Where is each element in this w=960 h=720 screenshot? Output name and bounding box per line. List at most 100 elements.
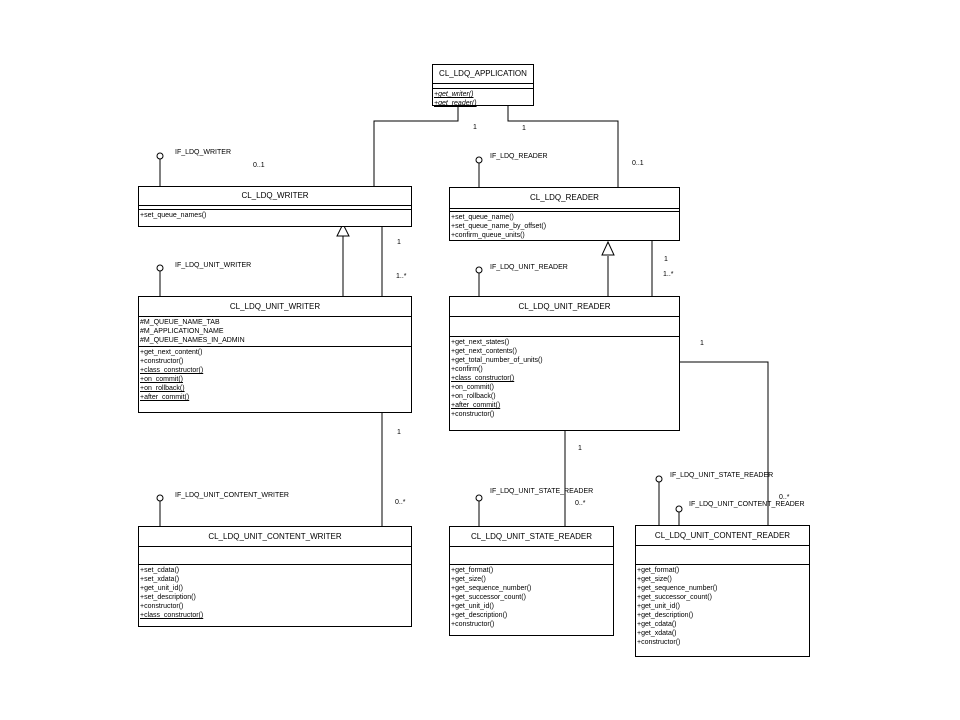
method: +constructor() — [637, 639, 681, 646]
method: +get_writer() — [434, 91, 474, 98]
multiplicity: 1 — [664, 256, 668, 263]
methods-section: +get_next_content() +constructor() +clas… — [139, 347, 411, 403]
lollipop-head-content-writer — [156, 494, 164, 502]
generalization-arrow-writer — [336, 222, 350, 237]
method: +on_rollback() — [140, 385, 185, 392]
methods-section: +set_queue_names() — [139, 210, 411, 221]
multiplicity: 1..* — [663, 271, 674, 278]
method: +class_constructor() — [140, 367, 204, 374]
class-name: CL_LDQ_READER — [450, 188, 679, 209]
attributes-section — [139, 547, 411, 565]
class-unit-reader[interactable]: CL_LDQ_UNIT_READER +get_next_states() +g… — [449, 296, 680, 431]
method: +class_constructor() — [140, 612, 204, 619]
methods-section: +get_format() +get_size() +get_sequence_… — [636, 565, 809, 648]
method: +set_queue_name_by_offset() — [451, 223, 547, 230]
methods-section: +get_format() +get_size() +get_sequence_… — [450, 565, 613, 630]
attributes-section — [450, 209, 679, 212]
method: +set_description() — [140, 594, 196, 601]
method: +get_cdata() — [637, 621, 677, 628]
multiplicity: 0..1 — [632, 160, 644, 167]
attributes-section — [450, 317, 679, 337]
class-state-reader[interactable]: CL_LDQ_UNIT_STATE_READER +get_format() +… — [449, 526, 614, 636]
multiplicity: 0..* — [575, 500, 586, 507]
method: +get_xdata() — [637, 630, 677, 637]
interface-label-unit-reader: IF_LDQ_UNIT_READER — [490, 264, 568, 271]
lollipop-head-unit-reader — [475, 266, 483, 274]
method: +get_unit_id() — [140, 585, 184, 592]
multiplicity: 1 — [473, 124, 477, 131]
multiplicity: 0..* — [779, 494, 790, 501]
method: +set_queue_name() — [451, 214, 514, 221]
association-app-writer — [373, 106, 459, 186]
methods-section: +set_cdata() +set_xdata() +get_unit_id()… — [139, 565, 411, 621]
class-content-reader[interactable]: CL_LDQ_UNIT_CONTENT_READER +get_format()… — [635, 525, 810, 657]
class-unit-writer[interactable]: CL_LDQ_UNIT_WRITER #M_QUEUE_NAME_TAB #M_… — [138, 296, 412, 413]
attributes-section: #M_QUEUE_NAME_TAB #M_APPLICATION_NAME #M… — [139, 317, 411, 347]
method: +get_size() — [451, 576, 486, 583]
attributes-section — [450, 547, 613, 565]
interface-label-state-reader: IF_LDQ_UNIT_STATE_READER — [490, 488, 594, 495]
class-name: CL_LDQ_WRITER — [139, 187, 411, 206]
class-writer[interactable]: CL_LDQ_WRITER +set_queue_names() — [138, 186, 412, 227]
class-application[interactable]: CL_LDQ_APPLICATION +get_writer() +get_re… — [432, 64, 534, 107]
multiplicity: 1 — [397, 429, 401, 436]
method: +get_successor_count() — [637, 594, 712, 601]
class-name: CL_LDQ_UNIT_WRITER — [139, 297, 411, 317]
lollipop-head-state-reader — [475, 494, 483, 502]
method: +get_size() — [637, 576, 672, 583]
method: +confirm_queue_units() — [451, 232, 525, 239]
interface-label-unit-writer: IF_LDQ_UNIT_WRITER — [175, 262, 252, 269]
interface-label-writer: IF_LDQ_WRITER — [175, 149, 232, 156]
attributes-section — [636, 546, 809, 565]
lollipop-head-unit-writer — [156, 264, 164, 272]
method: +get_sequence_number() — [637, 585, 718, 592]
class-name: CL_LDQ_UNIT_STATE_READER — [450, 527, 613, 547]
lollipop-head-reader — [475, 156, 483, 164]
method: +on_rollback() — [451, 393, 496, 400]
multiplicity: 0..* — [395, 499, 406, 506]
method: +constructor() — [140, 603, 184, 610]
method: +get_total_number_of_units() — [451, 357, 543, 364]
interface-label-content-writer: IF_LDQ_UNIT_CONTENT_WRITER — [175, 492, 289, 499]
class-name: CL_LDQ_UNIT_READER — [450, 297, 679, 317]
methods-section: +set_queue_name() +set_queue_name_by_off… — [450, 212, 679, 241]
attribute: #M_QUEUE_NAME_TAB — [140, 319, 220, 326]
method: +after_commit() — [451, 402, 501, 409]
class-name: CL_LDQ_UNIT_CONTENT_READER — [636, 526, 809, 546]
method: +get_sequence_number() — [451, 585, 532, 592]
class-name: CL_LDQ_APPLICATION — [433, 65, 533, 84]
association-app-reader — [507, 106, 619, 187]
lollipop-head-state-reader-2 — [655, 475, 663, 483]
method: +constructor() — [451, 621, 495, 628]
method: +get_successor_count() — [451, 594, 526, 601]
lollipop-head-writer — [156, 152, 164, 160]
method: +get_description() — [451, 612, 508, 619]
multiplicity: 1 — [522, 125, 526, 132]
multiplicity: 1 — [700, 340, 704, 347]
multiplicity: 0..1 — [253, 162, 265, 169]
method: +set_queue_names() — [140, 212, 207, 219]
lollipop-head-content-reader — [675, 505, 683, 513]
method: +get_format() — [451, 567, 494, 574]
multiplicity: 1..* — [396, 273, 407, 280]
multiplicity: 1 — [397, 239, 401, 246]
interface-label-state-reader-2: IF_LDQ_UNIT_STATE_READER — [670, 472, 774, 479]
method: +get_unit_id() — [451, 603, 495, 610]
method: +get_next_contents() — [451, 348, 517, 355]
method: +on_commit() — [140, 376, 183, 383]
method: +constructor() — [451, 411, 495, 418]
method: +set_xdata() — [140, 576, 180, 583]
method: +get_next_content() — [140, 349, 203, 356]
multiplicity: 1 — [578, 445, 582, 452]
class-content-writer[interactable]: CL_LDQ_UNIT_CONTENT_WRITER +set_cdata() … — [138, 526, 412, 627]
class-reader[interactable]: CL_LDQ_READER +set_queue_name() +set_que… — [449, 187, 680, 241]
method: +get_unit_id() — [637, 603, 681, 610]
method: +confirm() — [451, 366, 483, 373]
generalization-arrow-reader — [601, 240, 615, 256]
interface-label-reader: IF_LDQ_READER — [490, 153, 548, 160]
method: +on_commit() — [451, 384, 494, 391]
method: +class_constructor() — [451, 375, 515, 382]
attributes-section — [433, 84, 533, 89]
methods-section: +get_next_states() +get_next_contents() … — [450, 337, 679, 420]
